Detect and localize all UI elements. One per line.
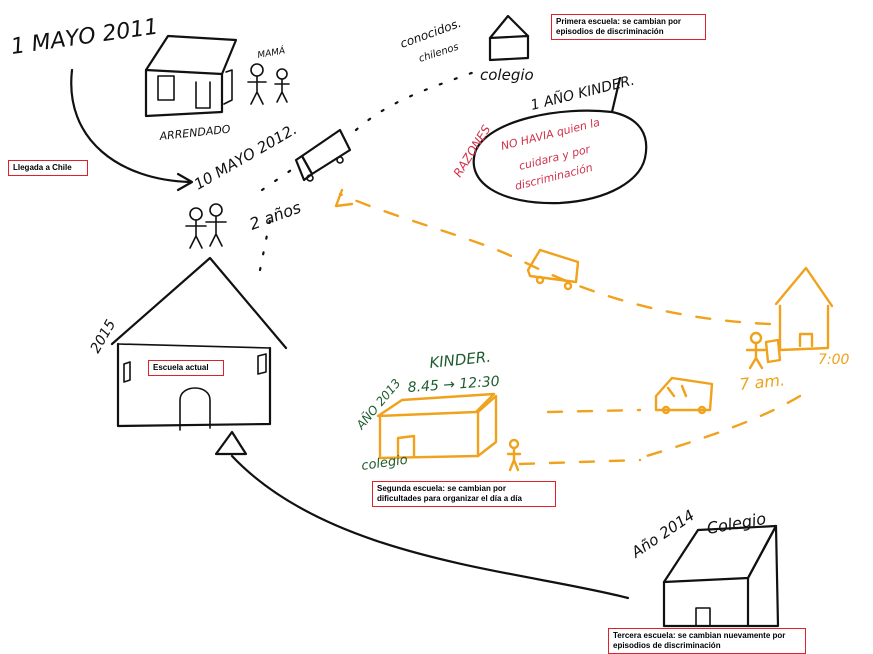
morning-route-line [548, 410, 640, 412]
car-icon [528, 250, 578, 289]
schedule-text: 8.45 → 12:30 [407, 374, 500, 396]
label-current-school: Escuela actual [148, 360, 224, 376]
mother-child-figures-icon [248, 64, 289, 104]
arrival-arrow-icon [71, 70, 190, 182]
chilean-text: chilenos [418, 42, 461, 65]
time-700-text: 7:00 [818, 352, 850, 368]
family-figures-icon [186, 204, 226, 248]
reasons-label-text: RAZONES [451, 122, 494, 179]
home-icon [776, 268, 832, 350]
school-label-2-text: colegio [360, 453, 408, 474]
moving-truck-icon [296, 130, 350, 181]
current-school-icon [112, 258, 286, 430]
second-school-icon [378, 394, 496, 458]
school-label-1-text: colegio [480, 66, 534, 84]
path-to-first-school [356, 70, 480, 130]
arrival-date-text: 1 MAYO 2011 [9, 15, 159, 60]
year-2015-text: 2015 [88, 317, 120, 356]
rented-label-text: ARRENDADO [158, 123, 231, 144]
child-figure-icon [747, 333, 780, 368]
first-school-icon [490, 16, 528, 60]
bus-icon [656, 378, 712, 413]
year-2014-text: Año 2014 [627, 506, 697, 562]
label-arrival-chile: Llegada a Chile [8, 160, 88, 176]
path-to-second-school [340, 194, 770, 324]
rented-house-icon [146, 36, 236, 116]
return-arrow-icon [232, 456, 628, 598]
mama-label-text: MAMÁ [256, 44, 286, 61]
label-third-school: Tercera escuela: se cambian nuevamente p… [608, 628, 806, 654]
time-7am-text: 7 am. [738, 370, 785, 394]
kinder-label-text: KINDER. [429, 348, 492, 372]
two-years-text: 2 años [247, 198, 304, 234]
third-school-icon [664, 526, 778, 626]
label-first-school: Primera escuela: se cambian por episodio… [551, 14, 706, 40]
label-second-school: Segunda escuela: se cambian por dificult… [372, 481, 556, 507]
school-label-3-text: Colegio [705, 509, 767, 538]
kid-figure-icon [508, 440, 520, 470]
